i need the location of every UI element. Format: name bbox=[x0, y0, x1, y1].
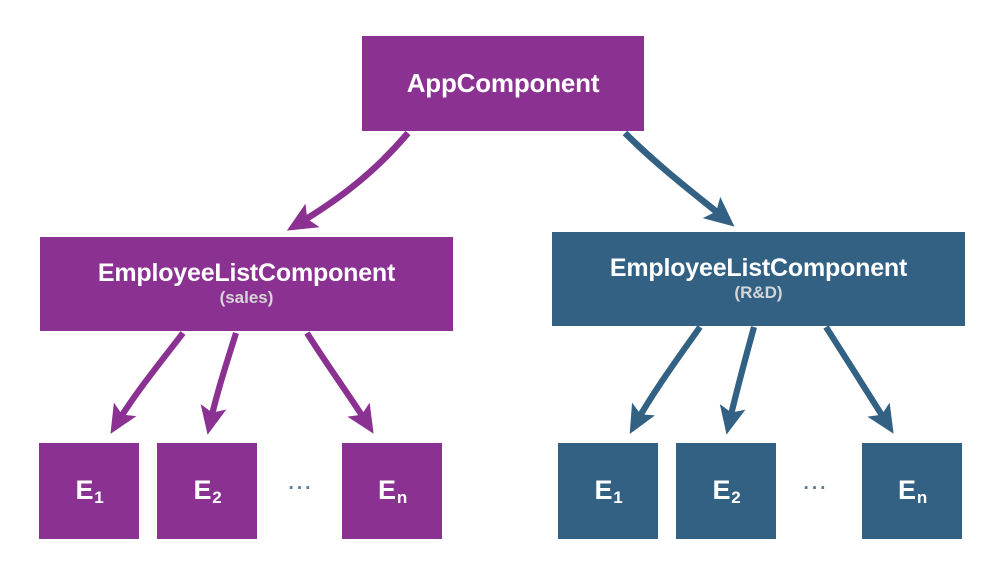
leaf-letter: E bbox=[193, 475, 212, 506]
edge-app-to-sales bbox=[286, 130, 411, 231]
leaf-subscript: 2 bbox=[731, 488, 741, 508]
leaf-letter: E bbox=[75, 475, 94, 506]
leaf-subscript: n bbox=[396, 488, 407, 508]
leaf-letter: E bbox=[898, 475, 916, 506]
edge-rnd-to-e1 bbox=[629, 325, 703, 434]
sales-leaves-ellipsis: ··· bbox=[288, 478, 314, 499]
node-employee-list-sales-label: EmployeeListComponent bbox=[97, 259, 396, 288]
rnd-leaves-ellipsis: ··· bbox=[803, 478, 829, 499]
node-employee-list-sales-subtitle: (sales) bbox=[219, 288, 274, 308]
edge-sales-to-en bbox=[304, 331, 374, 434]
node-employee-list-rnd-subtitle: (R&D) bbox=[734, 283, 783, 303]
edge-app-to-rnd bbox=[622, 130, 735, 227]
edge-rnd-to-en bbox=[823, 325, 894, 434]
node-app-component-label: AppComponent bbox=[406, 68, 600, 99]
leaf-letter: E bbox=[712, 475, 731, 506]
leaf-letter: E bbox=[378, 475, 396, 506]
node-app-component[interactable]: AppComponent bbox=[362, 36, 644, 131]
leaf-subscript: 2 bbox=[212, 488, 222, 508]
leaf-letter: E bbox=[594, 475, 613, 506]
leaf-subscript: n bbox=[916, 488, 927, 508]
node-employee-list-sales[interactable]: EmployeeListComponent (sales) bbox=[40, 237, 453, 331]
edge-sales-to-e1 bbox=[110, 331, 186, 434]
node-employee-list-rnd-label: EmployeeListComponent bbox=[609, 254, 908, 283]
node-employee-list-rnd[interactable]: EmployeeListComponent (R&D) bbox=[552, 232, 965, 326]
edge-rnd-to-e2 bbox=[719, 326, 757, 435]
leaf-subscript: 1 bbox=[94, 488, 104, 508]
edge-sales-to-e2 bbox=[200, 332, 239, 435]
leaf-subscript: 1 bbox=[613, 488, 623, 508]
